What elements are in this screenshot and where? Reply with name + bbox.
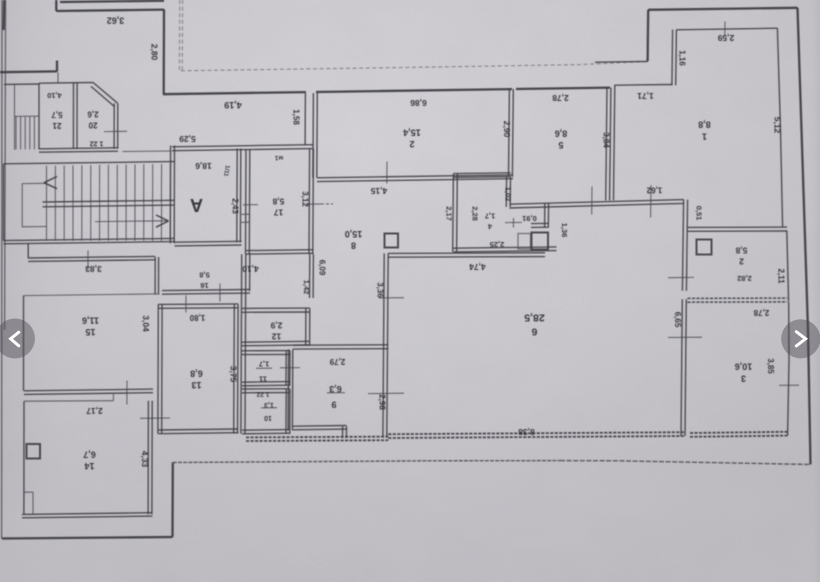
svg-text:2,90: 2,90 xyxy=(502,121,512,138)
svg-text:4,19: 4,19 xyxy=(224,100,242,110)
svg-text:15,4: 15,4 xyxy=(403,128,421,138)
svg-text:1,16: 1,16 xyxy=(678,50,687,66)
svg-text:6,3: 6,3 xyxy=(329,384,342,394)
svg-text:4,10: 4,10 xyxy=(47,91,62,100)
svg-text:1,80: 1,80 xyxy=(189,313,205,322)
svg-text:2,80: 2,80 xyxy=(150,44,160,61)
svg-text:12: 12 xyxy=(272,332,282,342)
svg-text:6,09: 6,09 xyxy=(318,260,327,276)
svg-text:2: 2 xyxy=(409,139,414,149)
svg-text:1,02: 1,02 xyxy=(504,187,513,202)
svg-text:2,78: 2,78 xyxy=(753,308,769,317)
svg-text:3,12: 3,12 xyxy=(301,191,310,207)
svg-text:6: 6 xyxy=(531,326,537,338)
svg-text:6,65: 6,65 xyxy=(673,312,682,328)
svg-text:2,9: 2,9 xyxy=(270,321,282,331)
svg-text:м1: м1 xyxy=(274,154,283,161)
svg-text:3,62: 3,62 xyxy=(107,16,125,26)
svg-text:4: 4 xyxy=(487,222,492,231)
svg-text:1,62: 1,62 xyxy=(646,186,662,195)
svg-text:2,43: 2,43 xyxy=(231,198,240,214)
svg-text:2: 2 xyxy=(739,257,744,267)
svg-text:8,8: 8,8 xyxy=(698,120,711,130)
svg-text:2,6: 2,6 xyxy=(87,110,99,119)
svg-text:1,3: 1,3 xyxy=(264,401,274,408)
svg-text:1 22: 1 22 xyxy=(90,140,104,147)
svg-text:1 22: 1 22 xyxy=(256,391,269,398)
svg-text:2,28: 2,28 xyxy=(471,206,480,221)
svg-text:6,8: 6,8 xyxy=(190,369,203,379)
svg-text:18,6: 18,6 xyxy=(195,161,212,171)
svg-text:2,82: 2,82 xyxy=(737,274,752,283)
svg-text:10,6: 10,6 xyxy=(735,362,753,372)
svg-text:2,79: 2,79 xyxy=(329,357,345,366)
svg-text:3,75: 3,75 xyxy=(229,366,239,383)
svg-text:2,17: 2,17 xyxy=(445,206,454,221)
svg-text:6,86: 6,86 xyxy=(410,98,427,108)
svg-text:8,6: 8,6 xyxy=(555,129,568,139)
svg-text:16: 16 xyxy=(200,281,208,290)
svg-text:10: 10 xyxy=(264,414,272,421)
svg-text:2,25: 2,25 xyxy=(490,240,505,249)
svg-text:5: 5 xyxy=(558,140,563,150)
svg-text:2,17: 2,17 xyxy=(86,406,103,416)
svg-text:4,33: 4,33 xyxy=(140,451,150,468)
svg-text:1/11: 1/11 xyxy=(222,165,230,178)
svg-text:1,36: 1,36 xyxy=(560,223,569,238)
svg-text:5,29: 5,29 xyxy=(179,134,196,144)
svg-text:3: 3 xyxy=(741,374,746,384)
svg-text:4,10: 4,10 xyxy=(242,264,259,274)
svg-text:3,04: 3,04 xyxy=(141,315,151,332)
svg-text:8,38: 8,38 xyxy=(518,427,535,437)
svg-text:2,98: 2,98 xyxy=(378,394,387,410)
svg-text:5,12: 5,12 xyxy=(773,117,783,134)
svg-text:4,74: 4,74 xyxy=(469,262,486,272)
svg-text:А: А xyxy=(190,195,203,215)
svg-text:2,59: 2,59 xyxy=(717,33,734,43)
svg-text:3,85: 3,85 xyxy=(766,358,775,374)
svg-text:17: 17 xyxy=(274,208,284,218)
svg-text:20: 20 xyxy=(88,121,97,130)
svg-text:5,8: 5,8 xyxy=(272,197,284,207)
svg-text:15: 15 xyxy=(85,327,95,337)
svg-text:14: 14 xyxy=(84,461,94,471)
svg-text:1,7: 1,7 xyxy=(259,360,269,369)
svg-text:1: 1 xyxy=(702,132,707,142)
svg-text:3,36: 3,36 xyxy=(376,282,385,298)
svg-text:11: 11 xyxy=(259,375,267,384)
svg-text:3,83: 3,83 xyxy=(85,264,102,274)
svg-text:13: 13 xyxy=(191,380,201,390)
svg-text:1,71: 1,71 xyxy=(637,91,654,101)
svg-text:21: 21 xyxy=(52,121,61,130)
svg-text:4,15: 4,15 xyxy=(370,186,387,196)
svg-text:0,51: 0,51 xyxy=(695,206,704,221)
svg-text:3,84: 3,84 xyxy=(602,132,611,148)
svg-text:15,0: 15,0 xyxy=(345,229,363,239)
svg-text:28,5: 28,5 xyxy=(524,312,545,324)
svg-text:2,11: 2,11 xyxy=(777,268,786,284)
svg-text:5,8: 5,8 xyxy=(735,246,747,256)
svg-text:1,58: 1,58 xyxy=(292,109,301,125)
svg-text:0,91: 0,91 xyxy=(522,214,537,223)
svg-text:9: 9 xyxy=(331,400,336,410)
svg-text:1,7: 1,7 xyxy=(485,212,495,221)
svg-text:6,7: 6,7 xyxy=(83,450,96,460)
svg-text:5,8: 5,8 xyxy=(199,271,209,280)
svg-text:8: 8 xyxy=(351,241,356,251)
svg-text:11,6: 11,6 xyxy=(82,316,99,326)
svg-text:2,78: 2,78 xyxy=(552,93,569,103)
svg-text:1,42: 1,42 xyxy=(302,280,311,295)
svg-text:5,7: 5,7 xyxy=(51,110,63,119)
